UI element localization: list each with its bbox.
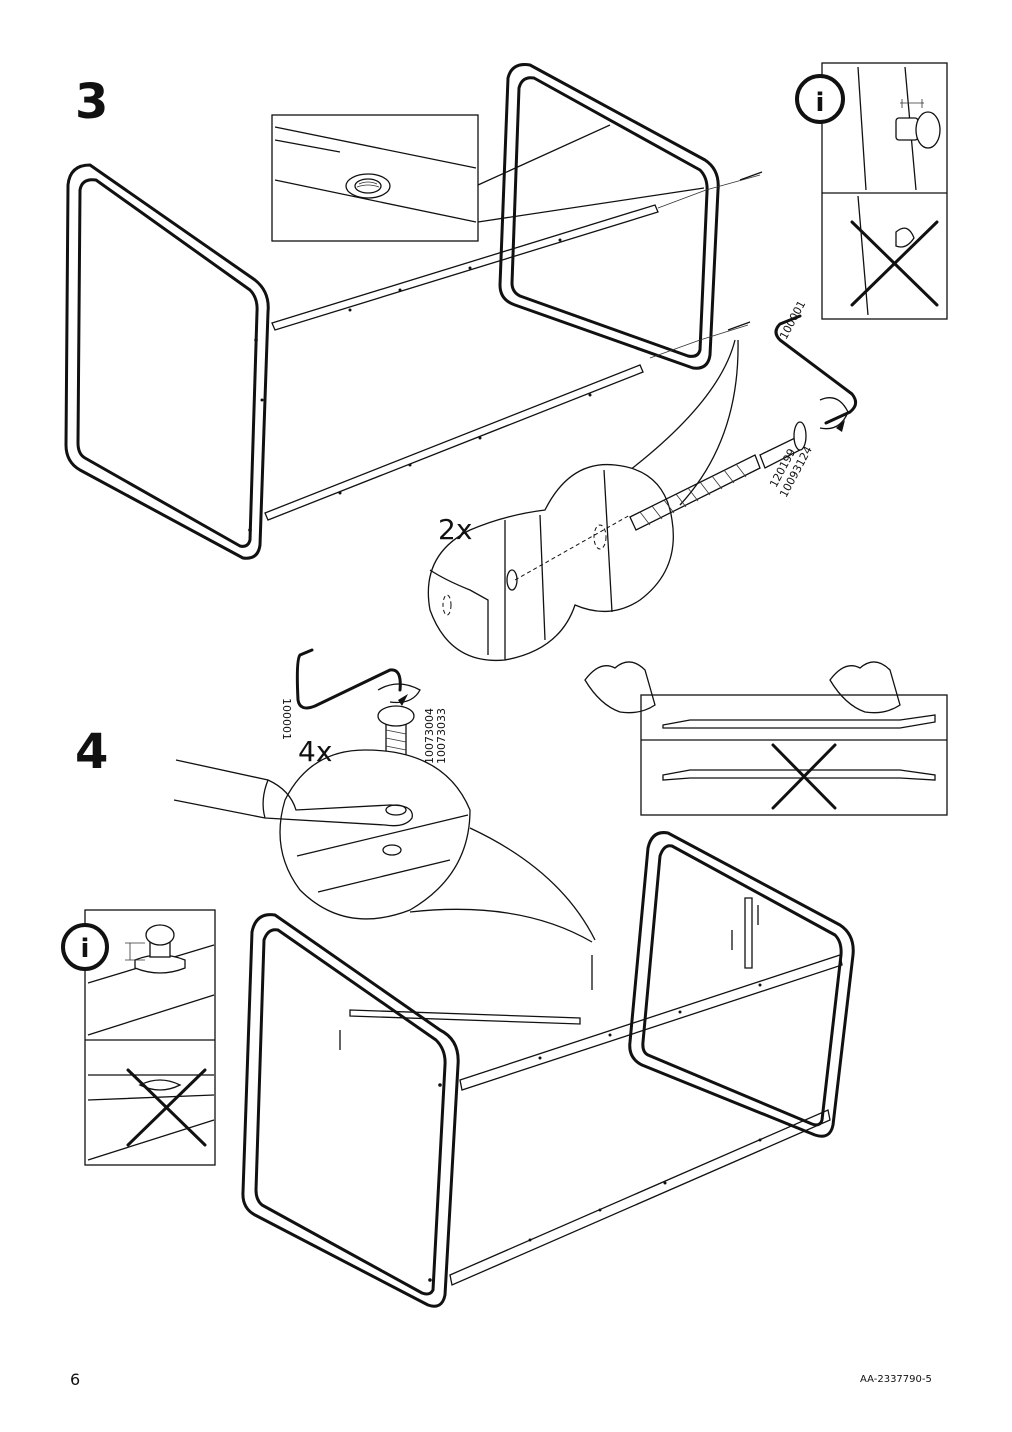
step-4-number: 4	[75, 724, 109, 780]
step4-detail-circle	[173, 749, 596, 943]
document-code: AA-2337790-5	[860, 1374, 932, 1385]
step4-frame	[241, 831, 855, 1308]
step3-right-side-frame	[498, 63, 720, 370]
step4-rod-orientation-box	[584, 661, 948, 816]
step3-bolt-detail-bubble	[427, 314, 857, 662]
step-4-wrench-part-number: 100001	[280, 698, 293, 740]
step3-info-box	[795, 62, 948, 320]
step-4-screw-part-number-b: 10073033	[435, 708, 448, 764]
step-3-number: 3	[75, 74, 109, 130]
step3-rails	[248, 204, 659, 532]
step-3-quantity: 2x	[438, 513, 473, 546]
step3-detail-inset	[271, 114, 705, 242]
info-icon: i	[815, 88, 825, 118]
step4-info-box	[61, 909, 216, 1166]
step3-bolts	[649, 171, 763, 359]
step3-left-side-frame	[64, 163, 270, 560]
step-4-quantity: 4x	[298, 735, 333, 768]
info-icon: i	[80, 934, 90, 964]
page-number: 6	[70, 1370, 81, 1389]
